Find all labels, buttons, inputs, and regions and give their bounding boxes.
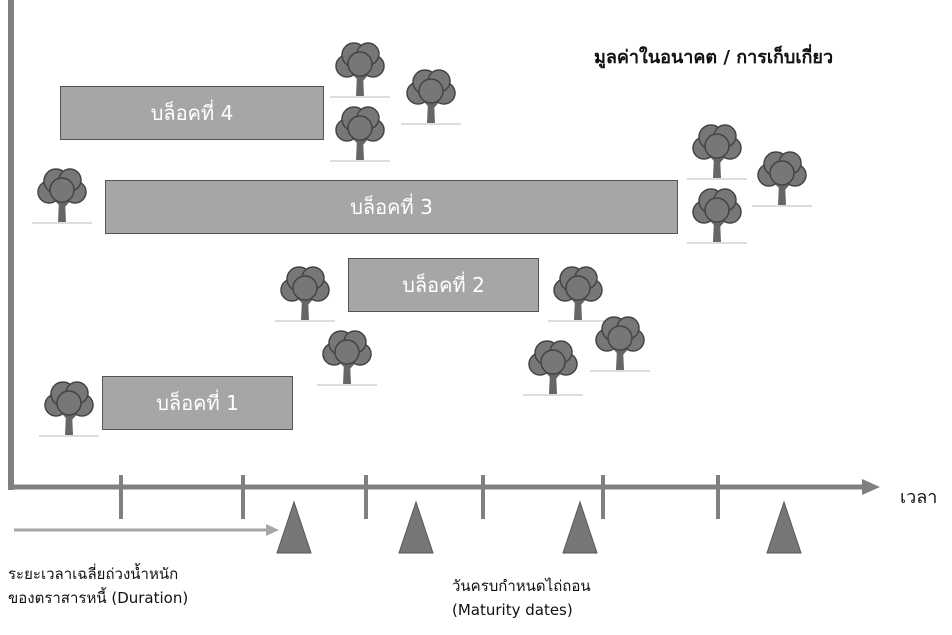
duration-label: ระยะเวลาเฉลี่ยถ่วงน้ำหนัก ของตราสารหนี้ … [8, 562, 188, 610]
vertical-axis [8, 0, 14, 490]
maturity-label: วันครบกำหนดไถ่ถอน (Maturity dates) [452, 574, 591, 622]
maturity-label-line1: วันครบกำหนดไถ่ถอน [452, 577, 591, 595]
block-4: บล็อคที่ 4 [60, 86, 324, 140]
maturity-triangle-icon [276, 500, 312, 554]
duration-label-line1: ระยะเวลาเฉลี่ยถ่วงน้ำหนัก [8, 565, 179, 583]
block-1: บล็อคที่ 1 [102, 376, 293, 430]
time-axis-label: เวลา [900, 487, 938, 508]
maturity-triangle-icon [562, 500, 598, 554]
tree-icon [521, 339, 585, 397]
axis-ticks [119, 475, 720, 519]
diagram-title: มูลค่าในอนาคต / การเก็บเกี่ยว [594, 47, 834, 68]
maturity-triangle-icon [766, 500, 802, 554]
duration-label-line2: ของตราสารหนี้ (Duration) [8, 589, 189, 607]
tree-icon [750, 150, 814, 208]
tree-icon [685, 123, 749, 181]
tree-icon [685, 187, 749, 245]
block-3: บล็อคที่ 3 [105, 180, 678, 234]
tree-icon [37, 380, 101, 438]
maturity-label-line2: (Maturity dates) [452, 601, 573, 619]
tree-icon [315, 329, 379, 387]
tree-icon [273, 265, 337, 323]
tree-icon [588, 315, 652, 373]
tree-icon [546, 265, 610, 323]
tree-icon [399, 68, 463, 126]
tree-icon [30, 167, 94, 225]
tree-icon [328, 105, 392, 163]
maturity-triangle-icon [398, 500, 434, 554]
duration-arrowhead [266, 524, 279, 536]
tree-icon [328, 41, 392, 99]
time-axis-arrowhead [862, 479, 880, 495]
block-2: บล็อคที่ 2 [348, 258, 539, 312]
